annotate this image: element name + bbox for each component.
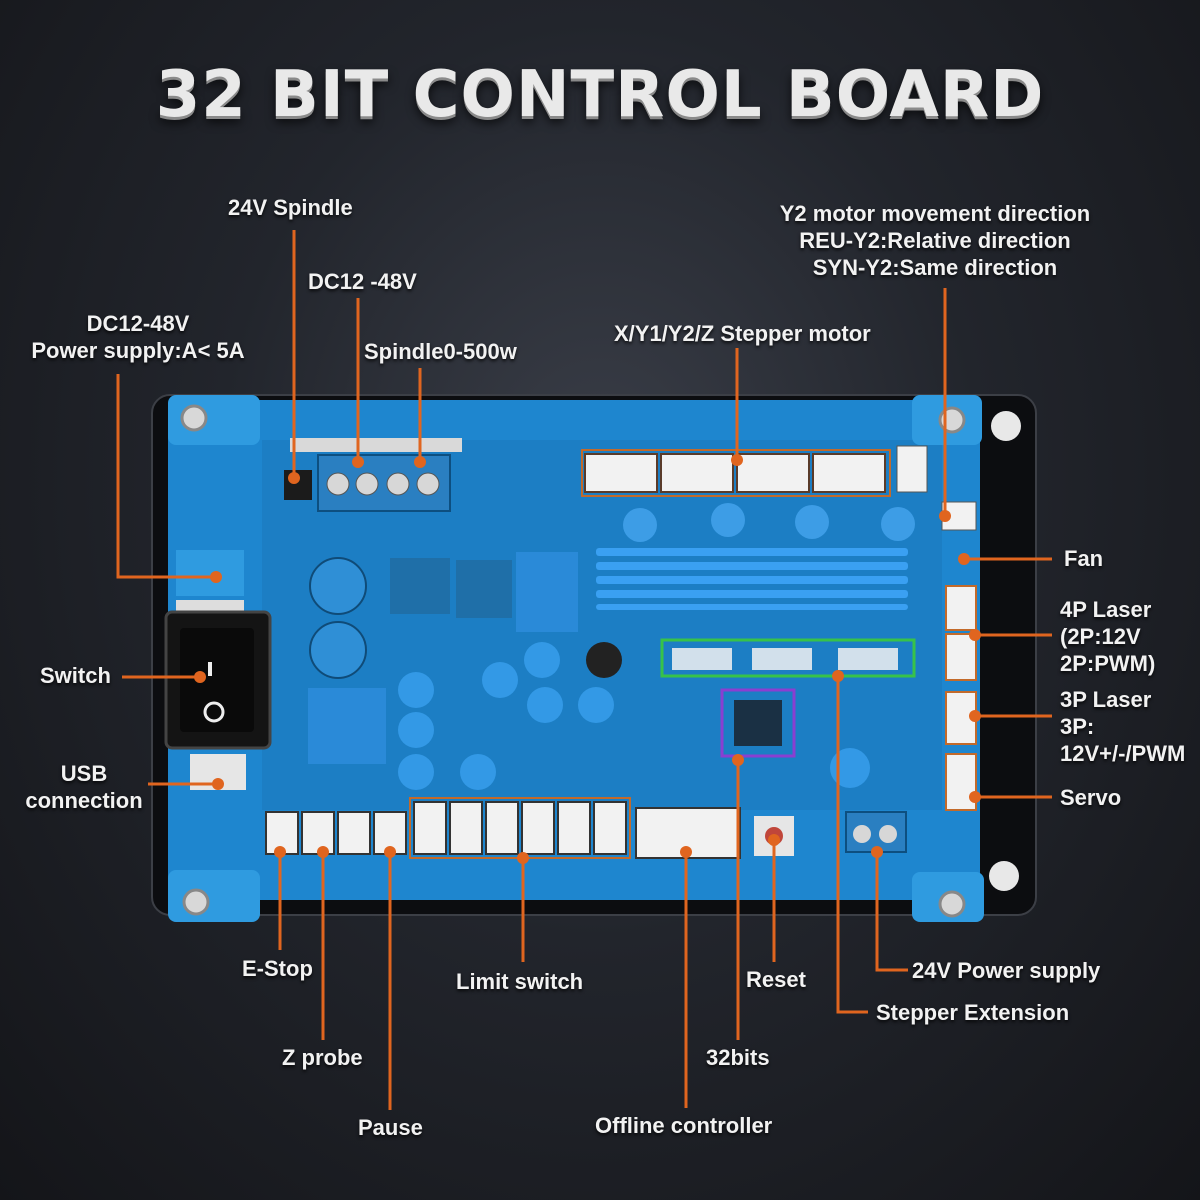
label-24v-power: 24V Power supply — [912, 958, 1101, 983]
label-4p-line3: 2P:PWM) — [1060, 651, 1156, 676]
label-3p-line3: 12V+/-/PWM — [1060, 741, 1186, 766]
power-capacitors — [309, 557, 367, 679]
label-y2-line2: REU-Y2:Relative direction — [799, 228, 1071, 253]
label-32bits: 32bits — [706, 1045, 770, 1070]
label-power-line2: Power supply:A< 5A — [31, 338, 245, 363]
label-3p-laser: 3P Laser 3P: 12V+/-/PWM — [1060, 686, 1185, 767]
page-title: 32 BIT CONTROL BOARD — [155, 58, 1045, 132]
label-servo: Servo — [1060, 785, 1122, 810]
label-usb: USB connection — [20, 760, 148, 814]
stepper-motor-connectors — [584, 453, 886, 493]
label-reset: Reset — [746, 967, 806, 992]
label-pause: Pause — [358, 1115, 423, 1140]
power-switch-body — [164, 600, 272, 750]
label-zprobe: Z probe — [282, 1045, 363, 1070]
base-screw-top-right — [991, 411, 1021, 441]
heatsink — [596, 548, 908, 610]
label-dc12-48v-top: DC12 -48V — [308, 269, 417, 294]
label-power-line1: DC12-48V — [86, 311, 190, 336]
label-switch: Switch — [40, 663, 111, 688]
label-3p-line2: 3P: — [1060, 714, 1095, 739]
corner-standoffs — [168, 395, 984, 922]
label-y2-line3: SYN-Y2:Same direction — [812, 255, 1058, 280]
label-y2-direction: Y2 motor movement direction REU-Y2:Relat… — [760, 200, 1110, 281]
label-usb-line2: connection — [25, 788, 143, 813]
label-usb-line1: USB — [60, 761, 108, 786]
label-limit-switch: Limit switch — [456, 969, 584, 994]
usb-port — [190, 754, 246, 790]
right-connectors — [945, 585, 977, 811]
mcu-chip — [734, 700, 782, 746]
label-24v-spindle: 24V Spindle — [228, 195, 353, 220]
label-spindle-power: Spindle0-500w — [364, 339, 517, 364]
label-estop: E-Stop — [242, 956, 313, 981]
label-4p-line2: (2P:12V — [1060, 624, 1141, 649]
label-y2-line1: Y2 motor movement direction — [779, 201, 1091, 226]
label-4p-laser: 4P Laser (2P:12V 2P:PWM) — [1060, 596, 1155, 677]
label-offline-controller: Offline controller — [595, 1113, 773, 1138]
label-power-supply: DC12-48V Power supply:A< 5A — [20, 310, 256, 364]
base-screw-bottom-right — [989, 861, 1019, 891]
label-stepper-extension: Stepper Extension — [876, 1000, 1070, 1025]
driver-capacitors — [623, 503, 915, 542]
stepper-extension-highlight — [660, 638, 916, 678]
label-4p-line1: 4P Laser — [1060, 597, 1152, 622]
label-3p-line1: 3P Laser — [1060, 687, 1152, 712]
label-stepper-motor: X/Y1/Y2/Z Stepper motor — [614, 321, 871, 346]
label-fan: Fan — [1064, 546, 1104, 571]
mcu-highlight — [720, 688, 796, 758]
power24v-terminal — [845, 811, 907, 853]
